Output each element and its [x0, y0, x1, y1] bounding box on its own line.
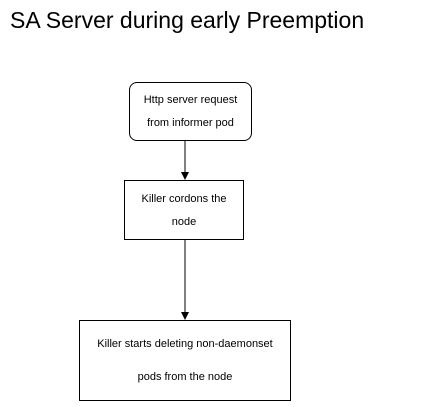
- diagram-title: SA Server during early Preemption: [10, 7, 365, 33]
- http-request-node[interactable]: Http server request from informer pod: [129, 82, 252, 141]
- node-label-line: node: [171, 215, 197, 228]
- node-label-line: from informer pod: [147, 116, 234, 129]
- node-label-line: Http server request: [143, 94, 238, 107]
- node-label-line: Killer cordons the: [141, 192, 227, 205]
- delete-pods-node[interactable]: Killer starts deleting non-daemonset pod…: [79, 320, 291, 401]
- node-label-line: Killer starts deleting non-daemonset: [97, 337, 273, 350]
- node-label-line: pods from the node: [137, 371, 233, 384]
- cordon-node[interactable]: Killer cordons the node: [124, 180, 244, 240]
